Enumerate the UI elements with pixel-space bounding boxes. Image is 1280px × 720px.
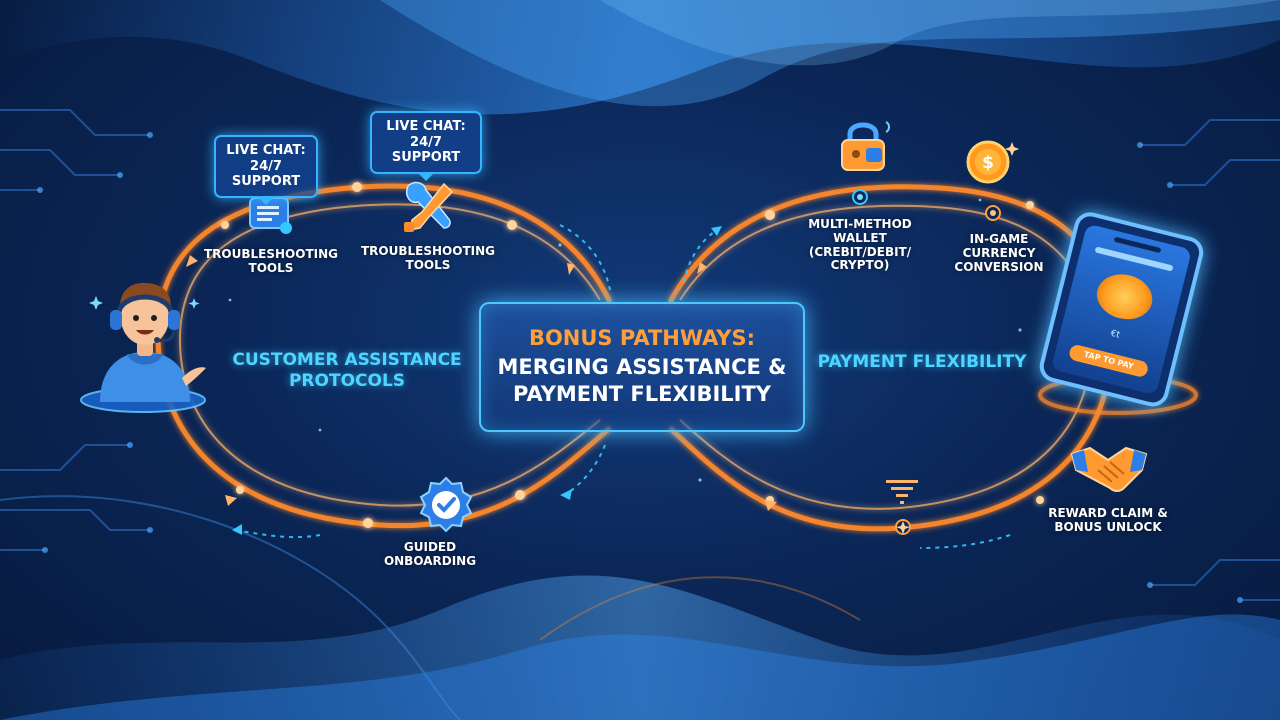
headset-agent-icon — [89, 282, 206, 402]
verified-badge-icon — [419, 476, 473, 533]
customer-assistance-title: CUSTOMER ASSISTANCE PROTOCOLS — [232, 350, 462, 392]
center-title-line-1: BONUS PATHWAYS: — [528, 326, 756, 350]
tap-to-pay-button[interactable]: TAP TO PAY — [1067, 343, 1150, 379]
handshake-icon — [1070, 446, 1148, 492]
svg-text:$: $ — [982, 153, 994, 173]
currency-conversion-label: IN-GAME CURRENCY CONVERSION — [954, 232, 1044, 274]
guided-onboarding-label: GUIDED ONBOARDING — [383, 540, 477, 568]
center-title-line-2: MERGING ASSISTANCE & PAYMENT FLEXIBILITY — [497, 355, 787, 407]
live-chat-bubble-2: LIVE CHAT: 24/7 SUPPORT — [370, 111, 482, 181]
wrench-screwdriver-icon — [404, 181, 454, 232]
padlock-icon — [841, 121, 890, 171]
troubleshooting-tools-label-2: TROUBLESHOOTING TOOLS — [361, 244, 495, 272]
coin-icon: $ — [966, 140, 1019, 184]
payment-flexibility-title: PAYMENT FLEXIBILITY — [817, 352, 1027, 372]
signal-icon — [886, 480, 918, 504]
live-chat-bubble-1: LIVE CHAT: 24/7 SUPPORT — [214, 135, 318, 205]
reward-claim-label: REWARD CLAIM & BONUS UNLOCK — [1048, 506, 1168, 534]
multi-method-wallet-label: MULTI-METHOD WALLET (CREBIT/DEBIT/ CRYPT… — [808, 217, 912, 273]
troubleshooting-tools-label-1: TROUBLESHOOTING TOOLS — [204, 247, 338, 275]
center-title-box: BONUS PATHWAYS: MERGING ASSISTANCE & PAY… — [479, 302, 805, 432]
